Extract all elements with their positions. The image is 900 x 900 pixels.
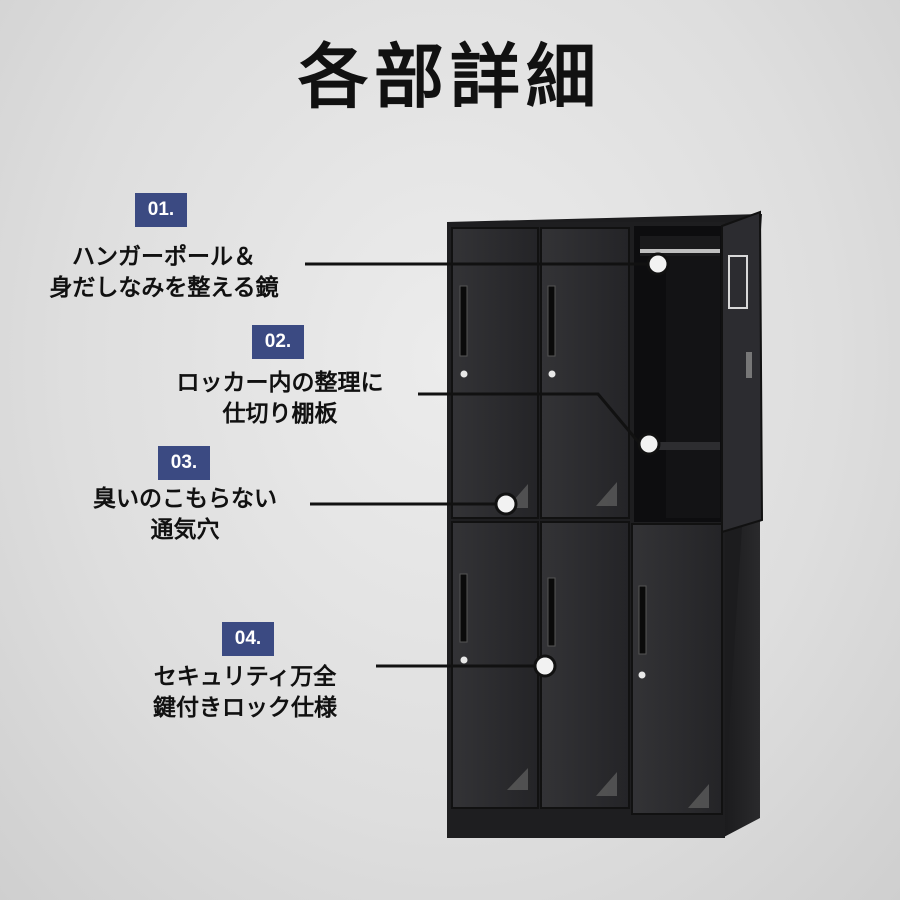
door-mirror [728,255,748,309]
feature-04-line2: 鍵付きロック仕様 [153,695,337,721]
door-top-middle [540,227,630,519]
feature-label-04: セキュリティ万全 鍵付きロック仕様 [95,662,395,724]
feature-01-line2: 身だしなみを整える鏡 [49,275,279,301]
feature-badge-04: 04. [222,622,274,656]
feature-04-line1: セキュリティ万全 [153,664,337,690]
callout-lines [305,262,650,668]
feature-badge-02: 02. [252,325,304,359]
feature-badge-01: 01. [135,193,187,227]
feature-label-01: ハンガーポール＆ 身だしなみを整える鏡 [14,242,314,304]
page-title: 各部詳細 [298,36,602,118]
door-bottom-right [631,523,723,815]
feature-02-line2: 仕切り棚板 [222,401,338,427]
feature-label-03: 臭いのこもらない 通気穴 [35,484,335,546]
partition-shelf [640,442,720,450]
feature-01-line1: ハンガーポール＆ [72,244,256,270]
open-door [721,210,764,534]
feature-03-line1: 臭いのこもらない [93,486,277,512]
feature-badge-03: 03. [158,446,210,480]
feature-03-line2: 通気穴 [150,517,220,543]
key-lock [460,370,468,378]
feature-label-02: ロッカー内の整理に 仕切り棚板 [130,368,430,430]
feature-02-line1: ロッカー内の整理に [176,370,384,396]
callout-markers [494,252,670,678]
